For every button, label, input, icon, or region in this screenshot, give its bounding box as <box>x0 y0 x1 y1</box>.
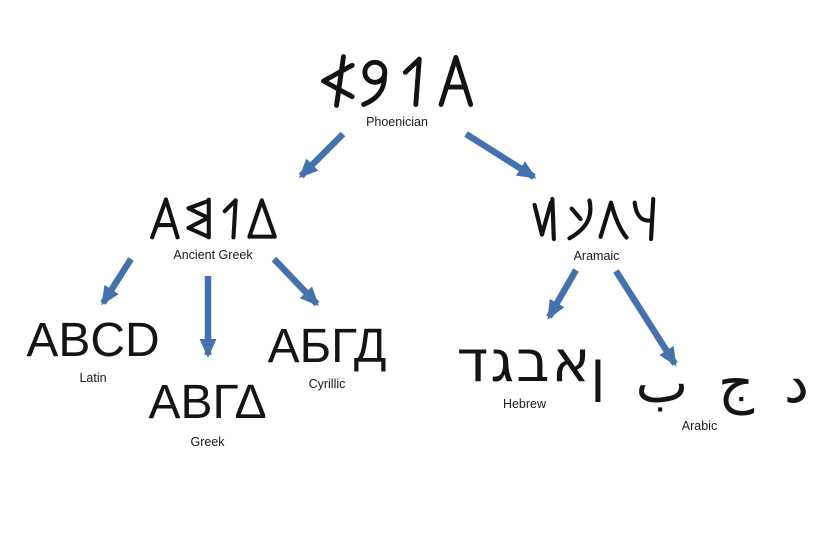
arrow-ancient-greek-to-cyrillic <box>271 256 320 307</box>
greek-label: Greek <box>190 435 225 450</box>
greek-script-sample: ΑΒΓΔ <box>148 376 267 429</box>
phoenician-label: Phoenician <box>366 115 428 129</box>
node-phoenician: Phoenician <box>316 54 478 129</box>
arabic-label: Arabic <box>681 419 718 434</box>
aramaic-script-sample <box>532 196 656 242</box>
node-ancient-greek: Ancient Greek <box>143 196 283 262</box>
arrow-ancient-greek-to-latin <box>100 257 134 306</box>
node-arabic: ا ب ج د Arabic <box>590 351 809 434</box>
node-hebrew: אבגד Hebrew <box>447 327 602 411</box>
node-cyrillic: АБГД Cyrillic <box>257 320 397 392</box>
arrow-phoenician-to-aramaic <box>464 131 537 180</box>
arrow-aramaic-to-hebrew <box>546 268 579 320</box>
latin-label: Latin <box>79 371 107 386</box>
hebrew-label: Hebrew <box>502 396 547 411</box>
arrow-aramaic-to-arabic <box>613 269 678 367</box>
cyrillic-script-sample: АБГД <box>267 320 387 373</box>
node-latin: ABCD Latin <box>18 314 168 386</box>
ancient-greek-script-sample <box>149 197 277 240</box>
latin-script-sample: ABCD <box>26 314 160 367</box>
phoenician-script-sample <box>320 54 473 108</box>
node-greek: ΑΒΓΔ Greek <box>140 376 275 450</box>
arabic-script-letters: ا ب ج د <box>590 351 809 416</box>
hebrew-script-sample: אבגד <box>456 327 593 395</box>
arrow-phoenician-to-ancient-greek <box>298 131 346 179</box>
ancient-greek-label: Ancient Greek <box>173 248 253 262</box>
arabic-script-sample: ا ب ج د <box>590 351 809 416</box>
aramaic-label: Aramaic <box>573 249 620 263</box>
node-aramaic: Aramaic <box>524 196 669 263</box>
cyrillic-label: Cyrillic <box>308 377 346 392</box>
